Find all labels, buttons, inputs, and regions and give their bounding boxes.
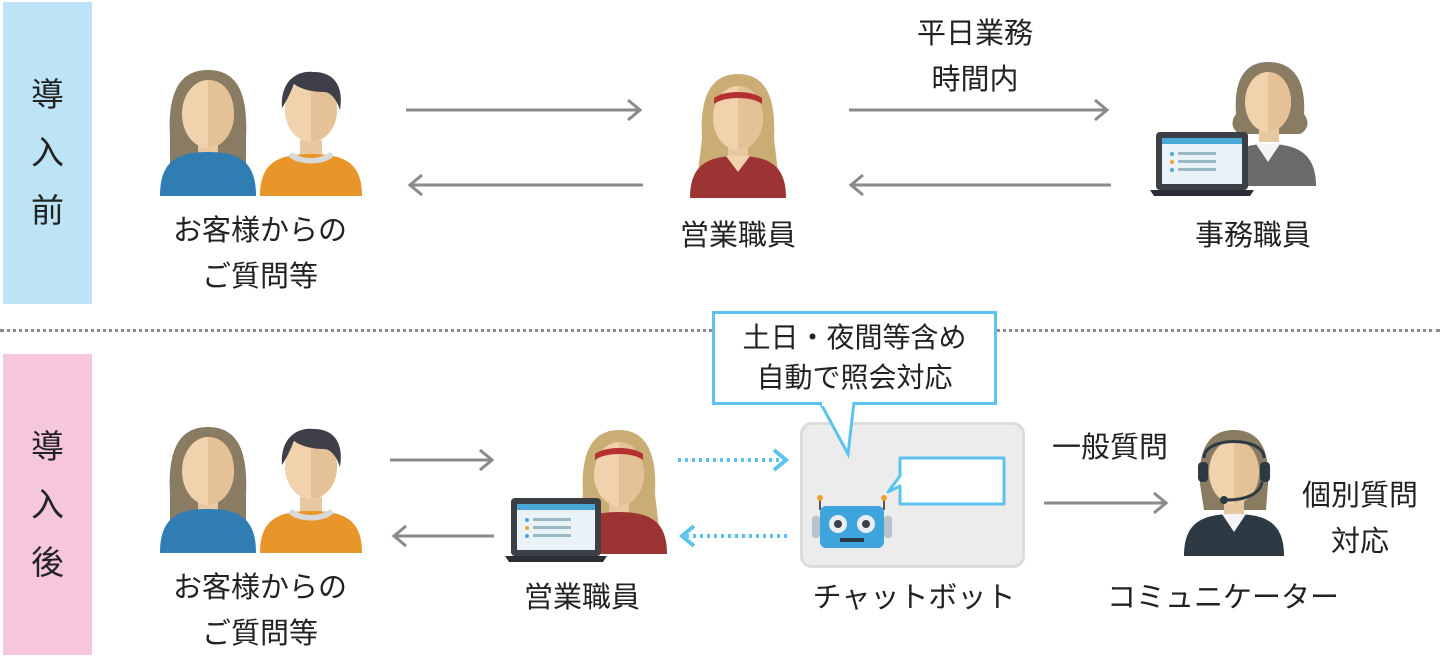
before-arrow-note: 平日業務 時間内: [870, 10, 1080, 102]
general-question-label: 一般質問: [1051, 430, 1168, 464]
headset-operator-icon: [1184, 430, 1284, 556]
before-band-char-1: 導: [31, 75, 64, 114]
chat-window-icon: [886, 456, 1006, 506]
dotted-arrow-to-chatbot-head: [772, 448, 790, 472]
arrow-to-customers-head: [407, 173, 423, 197]
dotted-arrow-to-sales-head: [678, 524, 696, 548]
arrow-to-sales-return-head: [848, 173, 864, 197]
after-customers-label: お客様からの ご質問等: [142, 564, 378, 656]
before-band-char-2: 入: [31, 133, 64, 172]
after-band-char-2: 入: [31, 484, 64, 524]
after-band-char-3: 後: [31, 542, 64, 582]
communicator-label: コミュニケーター: [1106, 580, 1339, 614]
sales-staff-icon: [690, 74, 786, 198]
bubble-text-line1: 土日・夜間等含め: [742, 321, 967, 354]
before-arrow-note-line2: 時間内: [931, 62, 1019, 96]
female-customer-icon: [160, 70, 256, 196]
after-customers-label-line2: ご質問等: [201, 616, 318, 650]
after-band-char-1: 導: [31, 426, 64, 466]
male-customer-icon: [260, 71, 362, 196]
arrow-to-communicator: [1044, 491, 1169, 515]
robot-icon: [812, 495, 892, 548]
office-staff-icon: [1150, 62, 1316, 196]
individual-question-line2: 対応: [1330, 524, 1389, 558]
chatbot-label: チャットボット: [812, 580, 1016, 614]
dotted-arrows-sales-chatbot: [678, 448, 790, 548]
arrow-to-office-head: [1094, 98, 1110, 122]
bubble-text-line2: 自動で照会対応: [756, 361, 953, 394]
female-customer-icon-after: [160, 427, 256, 553]
auto-response-bubble: 土日・夜間等含め 自動で照会対応: [712, 311, 997, 405]
arrow-to-sales-head: [627, 98, 643, 122]
before-office-label: 事務職員: [1194, 218, 1311, 252]
before-customers-label-line1: お客様からの: [172, 213, 347, 247]
before-band-char-3: 前: [31, 191, 64, 230]
arrow-to-sales-after-head: [479, 448, 495, 472]
before-arrow-note-line1: 平日業務: [916, 16, 1033, 50]
after-sales-label: 営業職員: [523, 580, 640, 614]
before-arrows-customer-sales: [406, 98, 643, 197]
after-arrows-customer-sales: [390, 448, 495, 548]
individual-question-note: 個別質問 対応: [1290, 472, 1430, 564]
sales-staff-laptop-icon: [505, 430, 667, 562]
arrow-to-customers-after-head: [391, 524, 407, 548]
bubble-tail: [818, 400, 856, 459]
arrow-to-communicator-head: [1153, 491, 1169, 515]
before-customers-label-line2: ご質問等: [201, 259, 318, 293]
laptop-icon-after: [505, 498, 607, 562]
individual-question-line1: 個別質問: [1301, 478, 1418, 512]
male-customer-icon-after: [260, 428, 362, 553]
laptop-icon: [1150, 132, 1254, 196]
before-customers-label: お客様からの ご質問等: [142, 207, 378, 299]
after-band: 導 入 後: [3, 354, 92, 655]
after-customers-label-line1: お客様からの: [172, 570, 347, 604]
before-sales-label: 営業職員: [679, 218, 796, 252]
before-arrows-sales-office: [848, 98, 1111, 197]
bubble-text: 土日・夜間等含め 自動で照会対応: [715, 318, 994, 398]
before-band: 導 入 前: [3, 2, 92, 304]
